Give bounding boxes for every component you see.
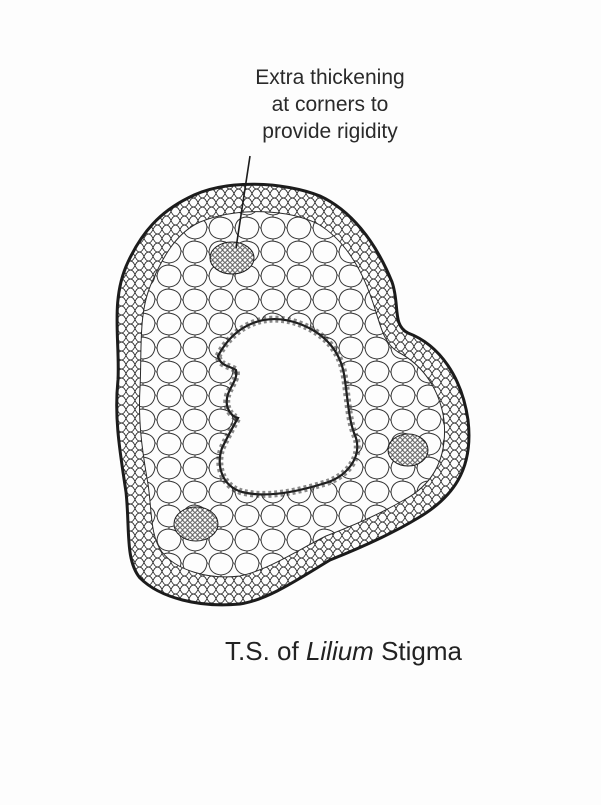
annotation-line-3: provide rigidity: [262, 120, 398, 143]
stigmatic-canal: [214, 315, 361, 498]
caption-prefix: T.S. of: [225, 636, 299, 666]
annotation-line-2: at corners to: [271, 93, 389, 116]
corner-thickening-right: [387, 433, 429, 467]
corner-thickening-bottom: [173, 506, 219, 542]
annotation-line-1: Extra thickening: [255, 66, 405, 89]
corner-thickening-top: [209, 241, 255, 275]
caption-genus: Lilium: [305, 636, 374, 666]
annotation-pointer-line: [235, 155, 251, 249]
caption-suffix: Stigma: [381, 636, 463, 666]
figure-caption: T.S. of Lilium Stigma: [225, 636, 565, 667]
thickened-corners: [173, 241, 429, 542]
annotation-label: Extra thickening at corners to provide r…: [200, 64, 460, 145]
